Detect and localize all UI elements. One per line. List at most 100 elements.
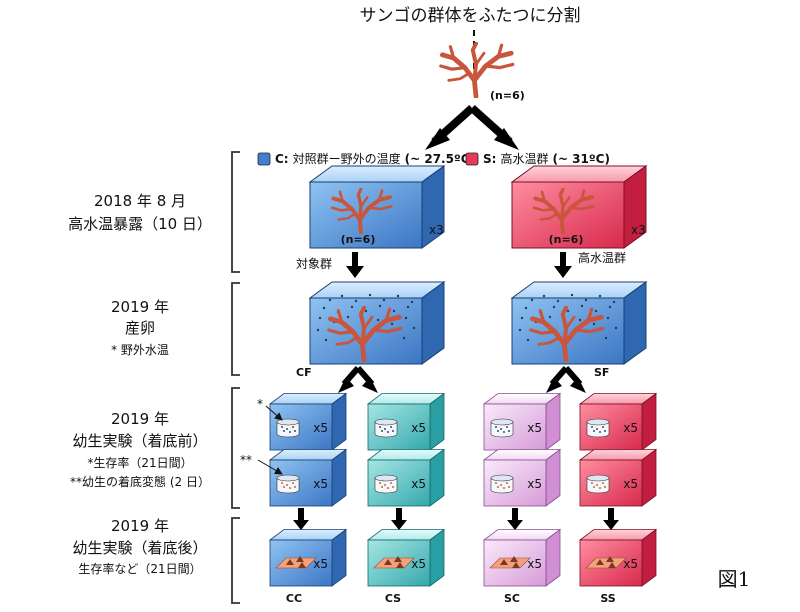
stage3-year: 2019 年 [111,410,169,428]
polyp-icon [512,562,520,568]
split-arrow-right-head [494,128,519,150]
group-label-ss: SS [600,592,615,605]
spawning-control-label: CF [296,366,312,379]
exposure-tank-stress: (n=6) [510,165,648,249]
exposure-stress-reps: x3 [631,223,646,237]
dish-icon [374,418,398,426]
box-reps-label: x5 [527,421,542,435]
stage3-desc: 幼生実験（着底前） [72,432,207,450]
marker-settlement: ** [240,453,252,467]
arrow-stress-label: 高水温群 [578,250,626,265]
stage1-year: 2018 年 8 月 [94,192,186,210]
figure-label: 図1 [718,567,751,591]
svg-text:(n=6): (n=6) [549,233,584,246]
box-reps-label: x5 [313,477,328,491]
box-reps-label: x5 [527,477,542,491]
box-ss-settlement: x5 [578,448,658,507]
settlement-plate-icon [489,557,531,569]
legend-stress-swatch [465,152,479,166]
stage3-note2: **幼生の着底変態 (2 日） [70,474,210,489]
stage4-year: 2019 年 [111,517,169,535]
legend-stress: S:高水温群(~ 31ºC) [483,151,610,166]
settlement-plate-icon [373,557,415,569]
arrow-stress-down [554,252,572,278]
split-arrows-control [338,366,378,393]
exposure-control-reps: x3 [429,223,444,237]
stage3-note1: *生存率（21日間） [87,455,192,470]
box-reps-label: x5 [623,557,638,571]
box-cc-survival: x5 [268,392,348,451]
stage2-year: 2019 年 [111,298,169,316]
spawning-tank-control [308,281,446,365]
polyp-icon [608,562,616,568]
group-label-cc: CC [286,592,302,605]
header-title: サンゴの群体をふたつに分割 [360,5,581,26]
box-ss-survival: x5 [578,392,658,451]
polyp-icon [396,562,404,568]
polyp-icon [606,556,614,562]
box-reps-label: x5 [313,557,328,571]
box-reps-label: x5 [411,477,426,491]
polyp-icon [286,559,294,565]
dish-icon [490,474,514,482]
stage4-desc: 幼生実験（着底後） [72,539,207,557]
polyp-icon [510,556,518,562]
svg-text:(n=6): (n=6) [341,233,376,246]
box-sc-survival: x5 [482,392,562,451]
box-reps-label: x5 [623,421,638,435]
polyp-icon [500,559,508,565]
box-reps-label: x5 [411,557,426,571]
settlement-plate-icon [275,557,317,569]
box-cs-post-settlement: x5 [366,528,446,587]
box-cs-survival: x5 [366,392,446,451]
polyp-icon [596,559,604,565]
legend-control: C:対照群ー野外の温度(~ 27.5ºC) [275,151,475,166]
arrow-ss-down [603,508,619,530]
box-ss-post-settlement: x5 [578,528,658,587]
arrow-cs-down [391,508,407,530]
spawning-stress-label: SF [594,366,609,379]
arrow-control-label: 対象群 [296,257,332,271]
marker-survival-arrow [265,405,283,421]
polyp-icon [298,562,306,568]
stage-brackets [231,151,240,604]
larval-boxes: x5 x5 x5 x5 x5 x5 x5 x5 x5 x5 x5 x5 [268,392,658,587]
box-reps-label: x5 [313,421,328,435]
box-cc-post-settlement: x5 [268,528,348,587]
box-cs-settlement: x5 [366,448,446,507]
marker-settlement-arrow [257,459,283,475]
arrow-cc-down [293,508,309,530]
exposure-tank-control: (n=6) [308,165,446,249]
box-sc-settlement: x5 [482,448,562,507]
stage1-desc: 高水温暴露（10 日） [68,215,212,233]
dish-icon [490,418,514,426]
box-reps-label: x5 [411,421,426,435]
polyp-icon [394,556,402,562]
dish-icon [586,418,610,426]
arrow-sc-down [507,508,523,530]
dish-icon [586,474,610,482]
group-label-sc: SC [504,592,520,605]
legend-control-swatch [257,152,271,166]
box-sc-post-settlement: x5 [482,528,562,587]
stage2-note: * 野外水温 [111,343,169,357]
colony-n-label: (n=6) [490,89,525,102]
settlement-plate-icon [585,557,627,569]
spawning-tank-stress [510,281,648,365]
stage4-note: 生存率など（21日間） [78,561,201,576]
dish-icon [276,418,300,426]
polyp-icon [384,559,392,565]
box-reps-label: x5 [527,557,542,571]
box-cc-settlement: x5 [268,448,348,507]
marker-survival: * [257,397,263,411]
dish-icon [276,474,300,482]
box-reps-label: x5 [623,477,638,491]
split-arrows-stress [546,366,586,393]
arrow-control-down [346,252,364,278]
polyp-icon [296,556,304,562]
split-arrow-left-head [425,128,450,150]
stage2-desc: 産卵 [125,319,155,337]
dish-icon [374,474,398,482]
group-label-cs: CS [385,592,401,605]
